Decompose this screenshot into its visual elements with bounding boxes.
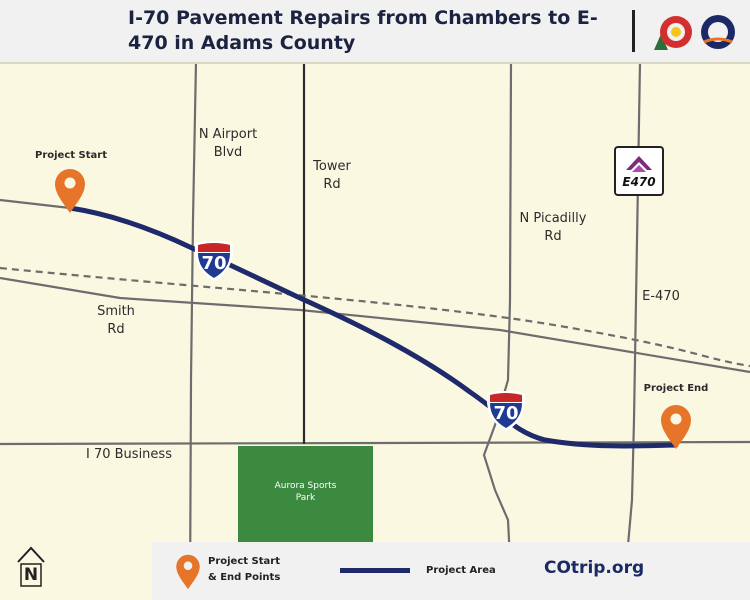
label-project-end: Project End [643, 383, 709, 394]
label-smith-line2: Rd [107, 322, 125, 337]
legend-project-line-swatch [340, 568, 410, 573]
label-e470: E-470 [642, 289, 680, 304]
park-label-line2: Park [295, 493, 316, 503]
park-label-line1: Aurora Sports [274, 481, 337, 491]
e470-shield: E470 [614, 146, 664, 196]
label-picadilly-rd: N Picadilly Rd [508, 210, 598, 246]
e470-shield-text: E470 [622, 175, 656, 189]
legend-points-line2: & End Points [208, 572, 281, 583]
interstate-70-shield-east: 70 [486, 390, 526, 432]
road-i70-business [0, 440, 750, 446]
page-title: I-70 Pavement Repairs from Chambers to E… [128, 7, 598, 54]
label-i70-business: I 70 Business [86, 447, 172, 462]
road-airport-blvd [188, 61, 198, 600]
north-letter: N [23, 565, 39, 585]
road-i70-west [0, 198, 71, 210]
interstate-70-shield-west: 70 [194, 240, 234, 282]
project-start-marker [55, 169, 85, 213]
label-tower-line1: Tower [313, 159, 351, 174]
north-arrow: N [14, 544, 48, 590]
header-bar: I-70 Pavement Repairs from Chambers to E… [0, 0, 750, 64]
label-smith-line1: Smith [97, 304, 135, 319]
label-airport-line1: N Airport [198, 127, 258, 142]
legend-marker-icon [176, 554, 200, 590]
interstate-shield-icon [486, 390, 526, 432]
park-label: Aurora Sports Park [238, 480, 373, 504]
shield-number: 70 [201, 253, 227, 274]
project-end-marker [661, 405, 691, 449]
e470-shield-icon [614, 146, 664, 196]
railroad [0, 266, 750, 368]
legend-points-label: Project Start & End Points [208, 554, 280, 586]
legend-points-line1: Project Start [208, 556, 280, 567]
label-project-start: Project Start [35, 150, 107, 161]
road-smith-rd [0, 276, 750, 374]
label-airport-blvd: N Airport Blvd [188, 126, 268, 162]
north-arrow-icon [17, 546, 45, 587]
label-smith-rd: Smith Rd [86, 303, 146, 339]
project-area-line [67, 205, 679, 449]
roads-layer [0, 61, 750, 600]
legend-area-label: Project Area [426, 565, 496, 576]
aurora-sports-park: Aurora Sports Park [238, 446, 373, 542]
cotrip-link[interactable]: COtrip.org [544, 558, 645, 578]
label-tower-rd: Tower Rd [302, 158, 362, 194]
legend-bar: Project Start & End Points Project Area … [152, 542, 750, 600]
road-picadilly-rd [482, 61, 513, 561]
label-tower-line2: Rd [323, 177, 341, 192]
interstate-shield-icon [194, 240, 234, 282]
label-airport-line2: Blvd [213, 145, 243, 160]
label-picadilly-line1: N Picadilly [519, 211, 587, 226]
label-picadilly-line2: Rd [544, 229, 562, 244]
shield-number: 70 [493, 403, 519, 424]
road-e470 [626, 61, 642, 546]
colorado-cdot-logo [654, 15, 735, 50]
header-divider [632, 10, 635, 52]
